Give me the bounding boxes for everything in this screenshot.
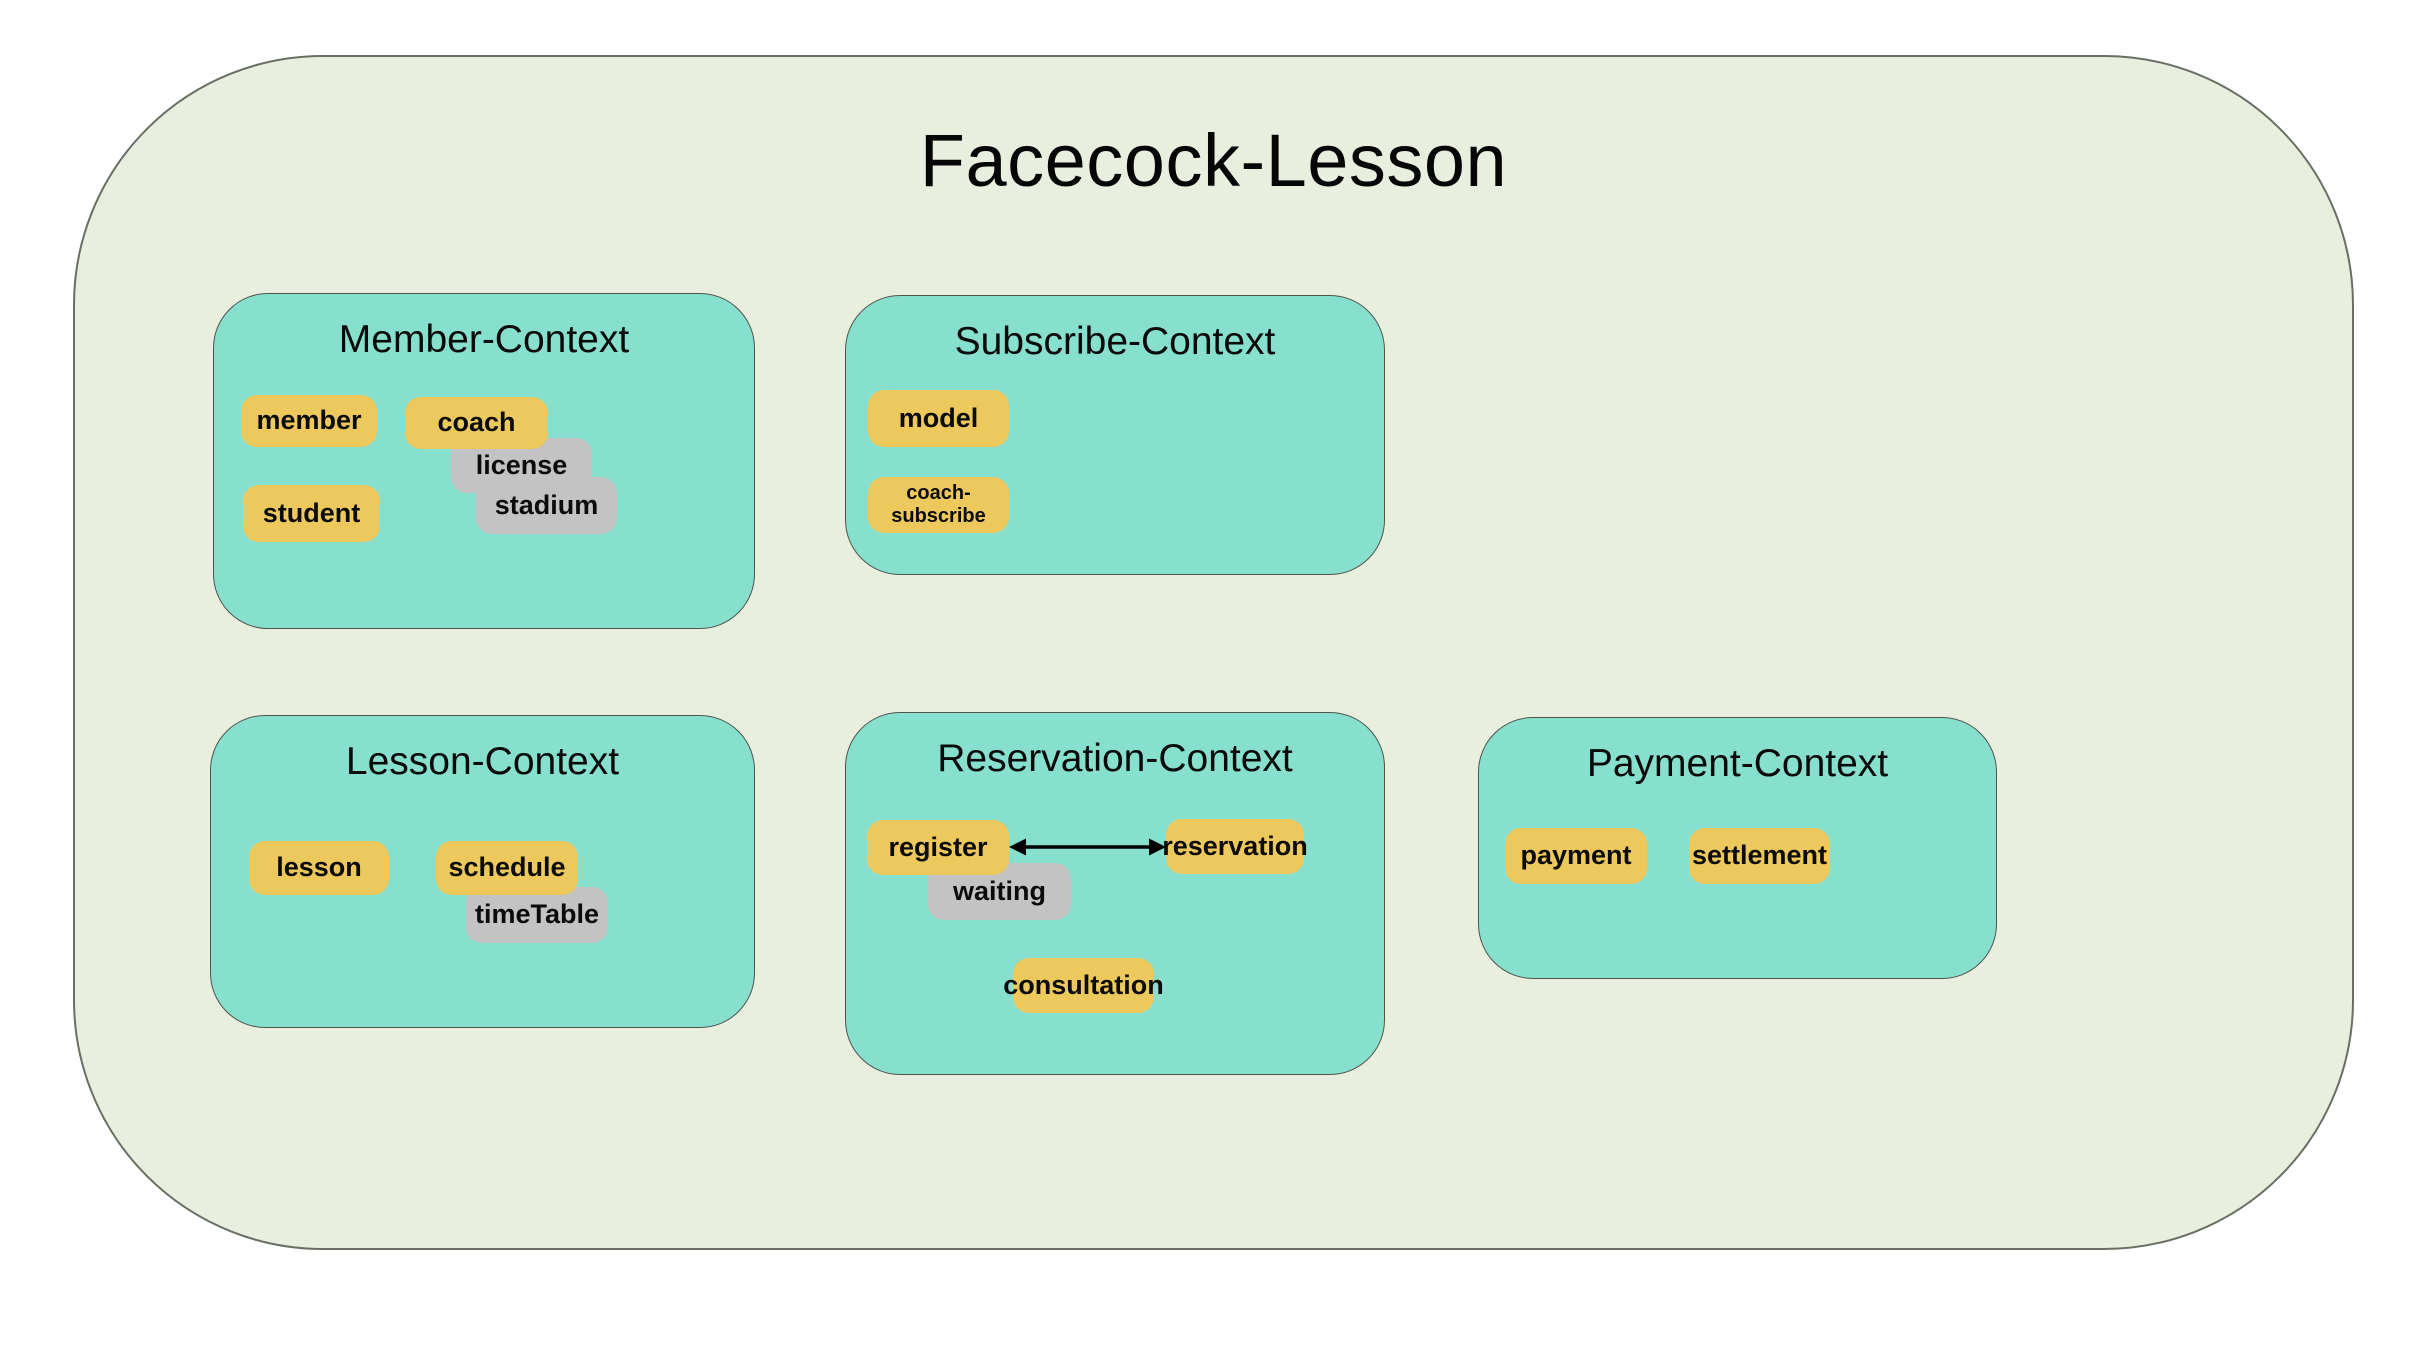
context-box-lesson[interactable]: Lesson-Context timeTable lesson schedule (210, 715, 755, 1028)
entity-waiting-label: waiting (953, 875, 1046, 906)
entity-member-label: member (256, 405, 362, 436)
entity-timetable[interactable]: timeTable (466, 887, 608, 943)
entity-stadium-label: stadium (494, 489, 599, 520)
context-title-payment: Payment-Context (1586, 742, 1889, 785)
entity-register[interactable]: register (867, 820, 1009, 875)
entity-register-label: register (888, 831, 988, 862)
entity-timetable-label: timeTable (474, 899, 600, 930)
entity-student-label: student (262, 497, 361, 528)
entity-lesson[interactable]: lesson (249, 841, 389, 895)
entity-stadium[interactable]: stadium (476, 477, 617, 534)
entity-lesson-label: lesson (276, 852, 362, 883)
entity-schedule-label: schedule (448, 852, 566, 883)
context-box-subscribe[interactable]: Subscribe-Context model coach-subscribe (845, 295, 1385, 575)
entity-model[interactable]: model (868, 390, 1009, 447)
register-reservation-bidirectional-arrow[interactable] (1009, 835, 1166, 859)
diagram-title: Facecock-Lesson (919, 119, 1508, 202)
entity-coach-subscribe-label: coach-subscribe (891, 482, 986, 527)
entity-settlement-label: settlement (1691, 840, 1828, 871)
entity-license-label: license (475, 449, 568, 480)
entity-settlement[interactable]: settlement (1689, 828, 1830, 884)
entity-coach[interactable]: coach (405, 397, 548, 449)
context-title-reservation: Reservation-Context (937, 737, 1293, 780)
entity-payment-label: payment (1520, 840, 1632, 871)
entity-consultation[interactable]: consultation (1003, 958, 1164, 1013)
entity-coach-label: coach (437, 407, 516, 438)
entity-reservation[interactable]: reservation (1162, 819, 1308, 874)
entity-student[interactable]: student (243, 485, 380, 542)
entity-member[interactable]: member (241, 395, 377, 447)
entity-payment[interactable]: payment (1505, 828, 1647, 884)
entity-reservation-label: reservation (1162, 830, 1308, 861)
entity-coach-subscribe[interactable]: coach-subscribe (868, 477, 1009, 533)
context-box-reservation[interactable]: Reservation-Context waiting register res… (845, 712, 1385, 1075)
entity-model-label: model (898, 402, 979, 433)
context-box-member[interactable]: Member-Context license stadium member co… (213, 293, 755, 629)
entity-consultation-label: consultation (1003, 969, 1164, 1000)
context-title-member: Member-Context (338, 318, 630, 361)
context-box-payment[interactable]: Payment-Context payment settlement (1478, 717, 1997, 979)
context-title-lesson: Lesson-Context (345, 740, 620, 783)
context-title-subscribe: Subscribe-Context (954, 320, 1276, 363)
entity-schedule[interactable]: schedule (436, 841, 578, 895)
